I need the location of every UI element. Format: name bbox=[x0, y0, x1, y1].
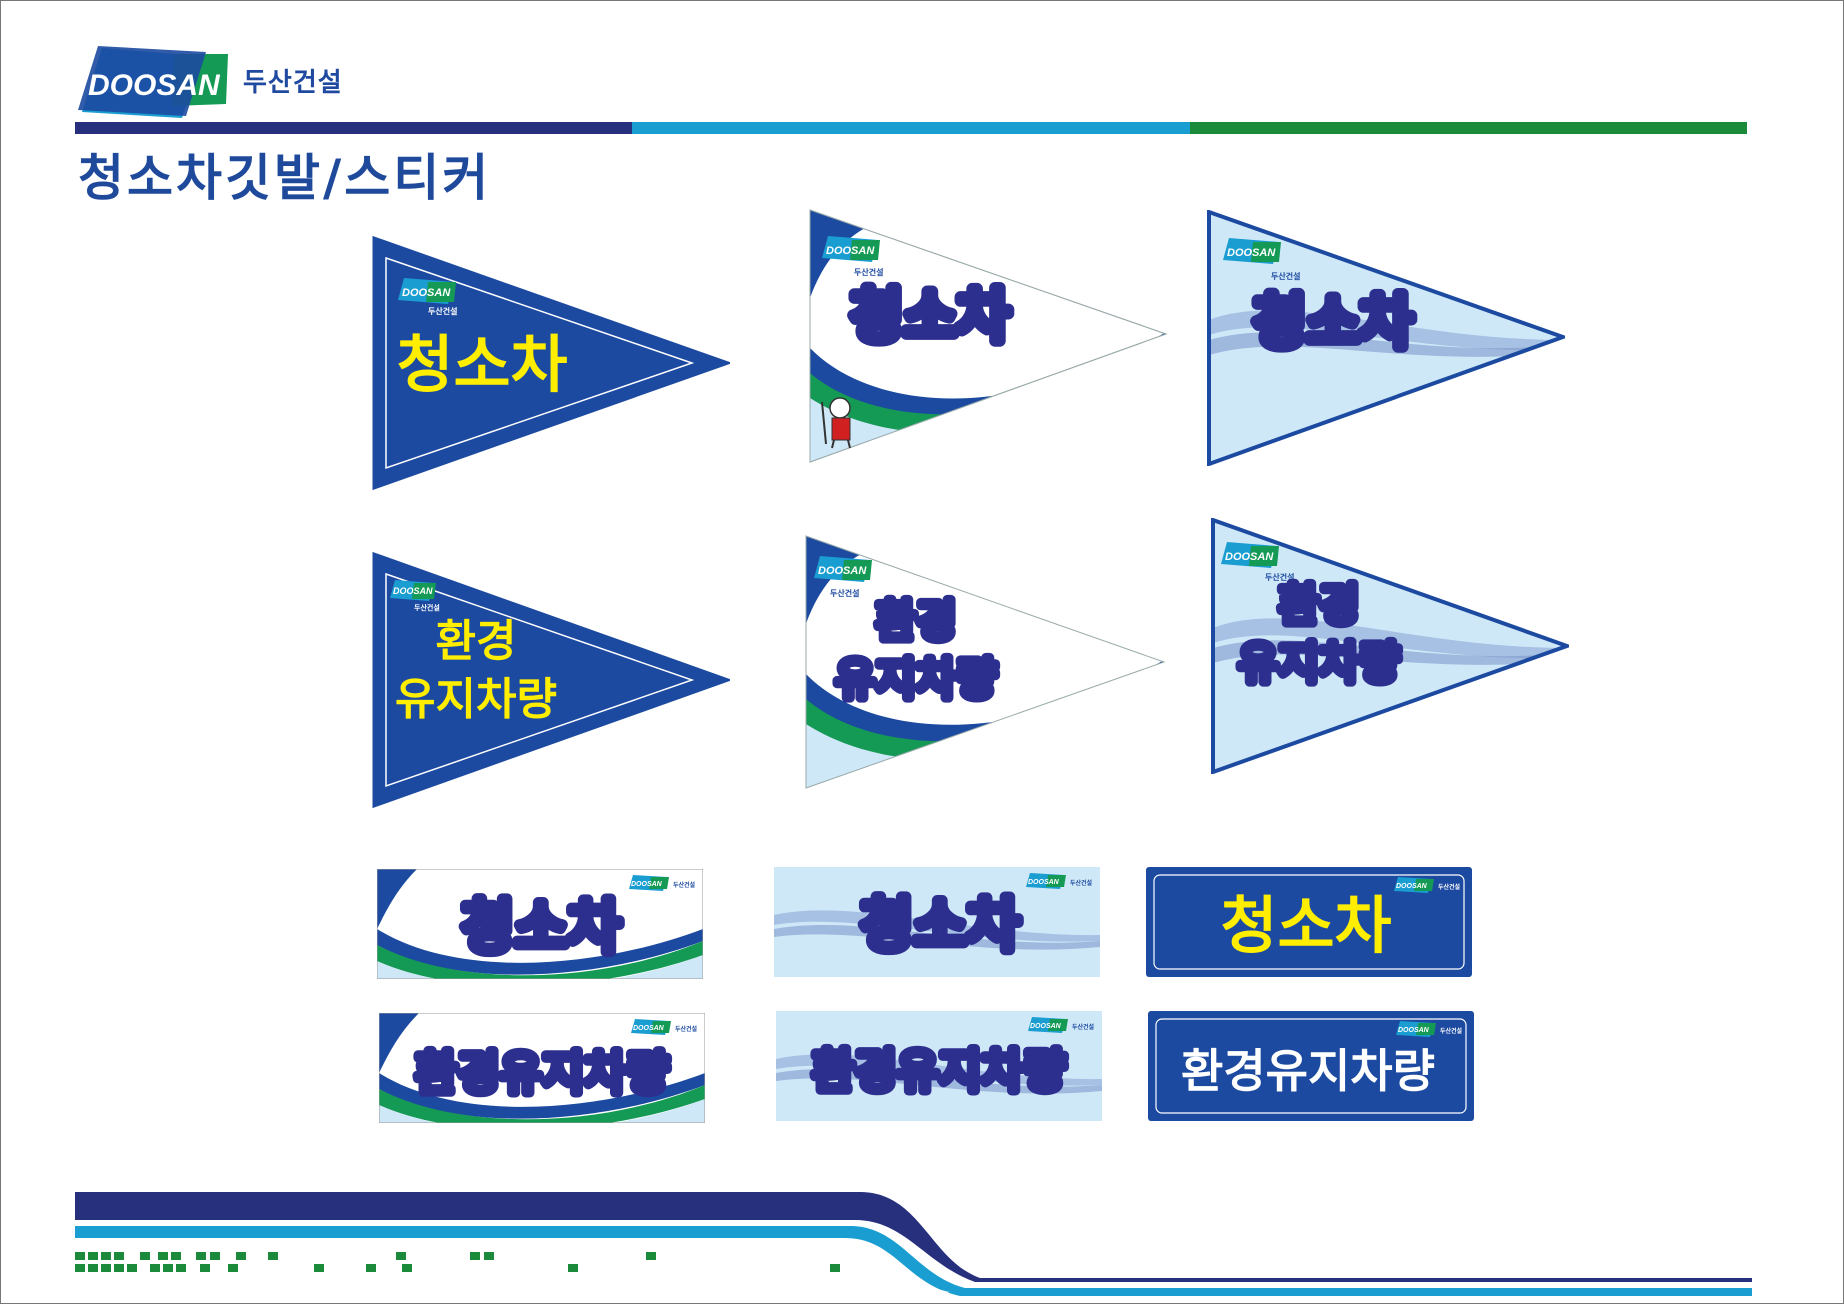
sticker-light-environment: DOOSAN 두산건설 환경유지차량 환경유지차량 bbox=[776, 1011, 1102, 1121]
svg-text:DOOSAN: DOOSAN bbox=[88, 69, 221, 102]
svg-text:환경: 환경 bbox=[1279, 580, 1360, 631]
svg-text:두산건설: 두산건설 bbox=[675, 1025, 698, 1033]
company-name: 두산건설 bbox=[243, 68, 343, 98]
pennant-label-line1: 환경 bbox=[876, 596, 957, 647]
svg-text:두산건설: 두산건설 bbox=[414, 603, 440, 612]
sticker-label: 환경유지차량 bbox=[812, 1044, 1066, 1098]
svg-text:두산건설: 두산건설 bbox=[1440, 1027, 1463, 1035]
sticker-white-environment: DOOSAN 두산건설 환경유지차량 환경유지차량 bbox=[379, 1013, 705, 1123]
svg-text:DOOSAN: DOOSAN bbox=[1398, 1027, 1430, 1034]
doosan-logo: DOOSAN bbox=[78, 46, 228, 118]
svg-text:청소차: 청소차 bbox=[1253, 288, 1413, 356]
svg-text:DOOSAN: DOOSAN bbox=[826, 245, 875, 257]
pennant-label-line1: 환경 bbox=[1279, 580, 1360, 631]
header-color-bar bbox=[75, 122, 1747, 134]
svg-text:유지차량: 유지차량 bbox=[1238, 638, 1400, 689]
pennant-white-cleaning: DOOSAN 두산건설 청소차 청소차 bbox=[809, 209, 1168, 463]
pennant-white-environment: DOOSAN 두산건설 환경 환경 유지차량 유지차량 bbox=[805, 535, 1166, 789]
pennant-label-line2: 유지차량 bbox=[835, 654, 997, 705]
pennant-light-environment: DOOSAN 두산건설 환경 환경 유지차량 유지차량 bbox=[1211, 518, 1569, 774]
sticker-light-cleaning: DOOSAN 두산건설 청소차 청소차 bbox=[774, 867, 1100, 977]
svg-text:두산건설: 두산건설 bbox=[428, 306, 457, 316]
sticker-label: 환경유지차량 bbox=[1181, 1044, 1435, 1098]
page-title: 청소차깃발/스티커 bbox=[78, 149, 492, 207]
svg-text:DOOSAN: DOOSAN bbox=[631, 881, 663, 888]
svg-text:DOOSAN: DOOSAN bbox=[1028, 879, 1060, 886]
svg-text:두산건설: 두산건설 bbox=[673, 881, 696, 889]
sticker-white-cleaning: DOOSAN 두산건설 청소차 청소차 bbox=[377, 869, 703, 979]
svg-text:두산건설: 두산건설 bbox=[1438, 883, 1461, 891]
svg-text:DOOSAN: DOOSAN bbox=[633, 1025, 665, 1032]
svg-text:DOOSAN: DOOSAN bbox=[1030, 1023, 1062, 1030]
svg-text:두산건설: 두산건설 bbox=[1265, 572, 1294, 582]
svg-text:청소차: 청소차 bbox=[860, 891, 1020, 959]
svg-text:DOOSAN: DOOSAN bbox=[1227, 247, 1276, 259]
pennant-light-cleaning: DOOSAN 두산건설 청소차 청소차 bbox=[1207, 210, 1565, 466]
pennant-mini-logo: DOOSAN 두산건설 bbox=[398, 278, 457, 316]
svg-text:청소차: 청소차 bbox=[461, 893, 621, 961]
sticker-dark-environment: DOOSAN 두산건설 환경유지차량 bbox=[1148, 1011, 1474, 1121]
pennant-label-line2: 유지차량 bbox=[395, 674, 557, 725]
svg-text:환경유지차량: 환경유지차량 bbox=[415, 1046, 669, 1100]
pennant-label: 청소차 bbox=[1253, 288, 1413, 356]
svg-text:환경유지차량: 환경유지차량 bbox=[812, 1044, 1066, 1098]
svg-text:청소차: 청소차 bbox=[850, 282, 1010, 350]
svg-text:두산건설: 두산건설 bbox=[1072, 1023, 1095, 1031]
pennant-label: 청소차 bbox=[850, 282, 1010, 350]
svg-text:DOOSAN: DOOSAN bbox=[1396, 883, 1428, 890]
mascot-icon bbox=[821, 397, 851, 449]
svg-text:두산건설: 두산건설 bbox=[854, 267, 883, 277]
pennant-label-line2: 유지차량 bbox=[1238, 638, 1400, 689]
sticker-label: 청소차 bbox=[860, 891, 1020, 959]
pennant-dark-environment: DOOSAN 두산건설 환경 유지차량 bbox=[372, 552, 730, 808]
svg-text:DOOSAN: DOOSAN bbox=[1225, 551, 1274, 563]
sticker-label: 청소차 bbox=[1220, 889, 1391, 962]
pennant-dark-cleaning: DOOSAN 두산건설 청소차 bbox=[372, 236, 730, 490]
svg-text:DOOSAN: DOOSAN bbox=[818, 565, 867, 577]
svg-text:두산건설: 두산건설 bbox=[1271, 271, 1300, 281]
pennant-label: 청소차 bbox=[396, 328, 567, 401]
svg-text:DOOSAN: DOOSAN bbox=[402, 287, 451, 299]
sticker-label: 환경유지차량 bbox=[415, 1046, 669, 1100]
svg-text:두산건설: 두산건설 bbox=[1070, 879, 1093, 887]
svg-text:두산건설: 두산건설 bbox=[830, 588, 859, 598]
pennant-label-line1: 환경 bbox=[436, 616, 517, 667]
footer-decoration bbox=[75, 1192, 1752, 1296]
svg-text:유지차량: 유지차량 bbox=[835, 654, 997, 705]
sticker-label: 청소차 bbox=[461, 893, 621, 961]
svg-text:환경: 환경 bbox=[876, 596, 957, 647]
sticker-dark-cleaning: DOOSAN 두산건설 청소차 bbox=[1146, 867, 1472, 977]
svg-text:DOOSAN: DOOSAN bbox=[393, 586, 433, 596]
